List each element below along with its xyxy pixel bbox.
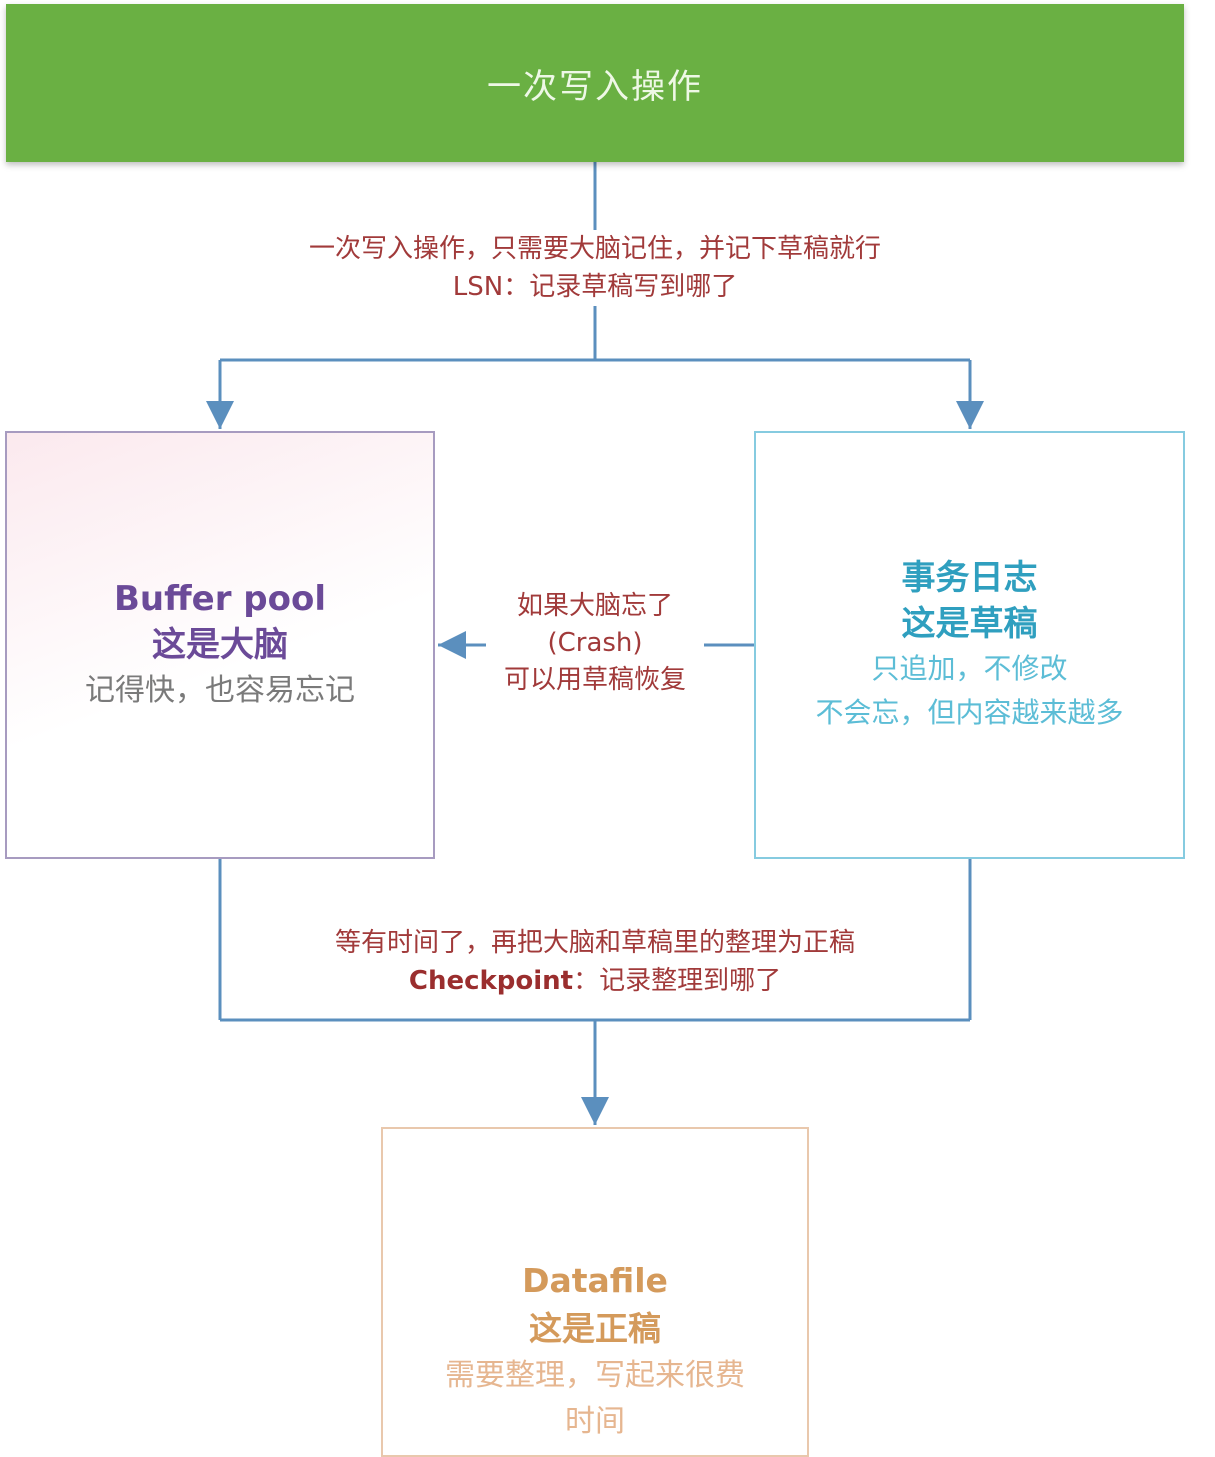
datafile-desc1: 需要整理，写起来很费: [445, 1358, 745, 1393]
checkpoint-line1: 等有时间了，再把大脑和草稿里的整理为正稿: [334, 928, 855, 958]
crash-line1: 如果大脑忘了: [516, 591, 673, 621]
checkpoint-label: 等有时间了，再把大脑和草稿里的整理为正稿 Checkpoint：记录整理到哪了: [280, 924, 910, 1000]
write-note-line2: LSN：记录草稿写到哪了: [452, 272, 738, 302]
tx-log-desc1: 只追加，不修改: [871, 652, 1068, 685]
crash-recovery-label: 如果大脑忘了 (Crash) 可以用草稿恢复: [486, 588, 704, 699]
tx-log-title: 事务日志: [901, 558, 1038, 598]
tx-log-subtitle: 这是草稿: [901, 604, 1038, 644]
buffer-pool-desc: 记得快，也容易忘记: [85, 673, 355, 708]
tx-log-box: 事务日志 这是草稿 只追加，不修改 不会忘，但内容越来越多: [754, 431, 1185, 859]
datafile-title: Datafile: [522, 1261, 668, 1300]
tx-log-desc2: 不会忘，但内容越来越多: [815, 696, 1124, 729]
checkpoint-line2: Checkpoint：记录整理到哪了: [280, 962, 910, 1000]
datafile-desc2: 时间: [565, 1404, 625, 1439]
checkpoint-line2-rest: ：记录整理到哪了: [573, 966, 782, 996]
buffer-pool-subtitle: 这是大脑: [152, 625, 288, 665]
crash-line3: 可以用草稿恢复: [503, 665, 686, 695]
write-operation-box: 一次写入操作: [6, 4, 1184, 162]
write-operation-label: 一次写入操作: [487, 66, 703, 107]
write-note-line1: 一次写入操作，只需要大脑记住，并记下草稿就行: [308, 234, 881, 264]
crash-line2: (Crash): [547, 628, 643, 658]
checkpoint-keyword: Checkpoint: [408, 966, 574, 996]
buffer-pool-title: Buffer pool: [113, 579, 327, 619]
datafile-box: Datafile 这是正稿 需要整理，写起来很费 时间: [381, 1127, 809, 1457]
datafile-subtitle: 这是正稿: [529, 1309, 661, 1348]
write-note-label: 一次写入操作，只需要大脑记住，并记下草稿就行 LSN：记录草稿写到哪了: [250, 230, 940, 306]
buffer-pool-box: Buffer pool 这是大脑 记得快，也容易忘记: [5, 431, 435, 859]
